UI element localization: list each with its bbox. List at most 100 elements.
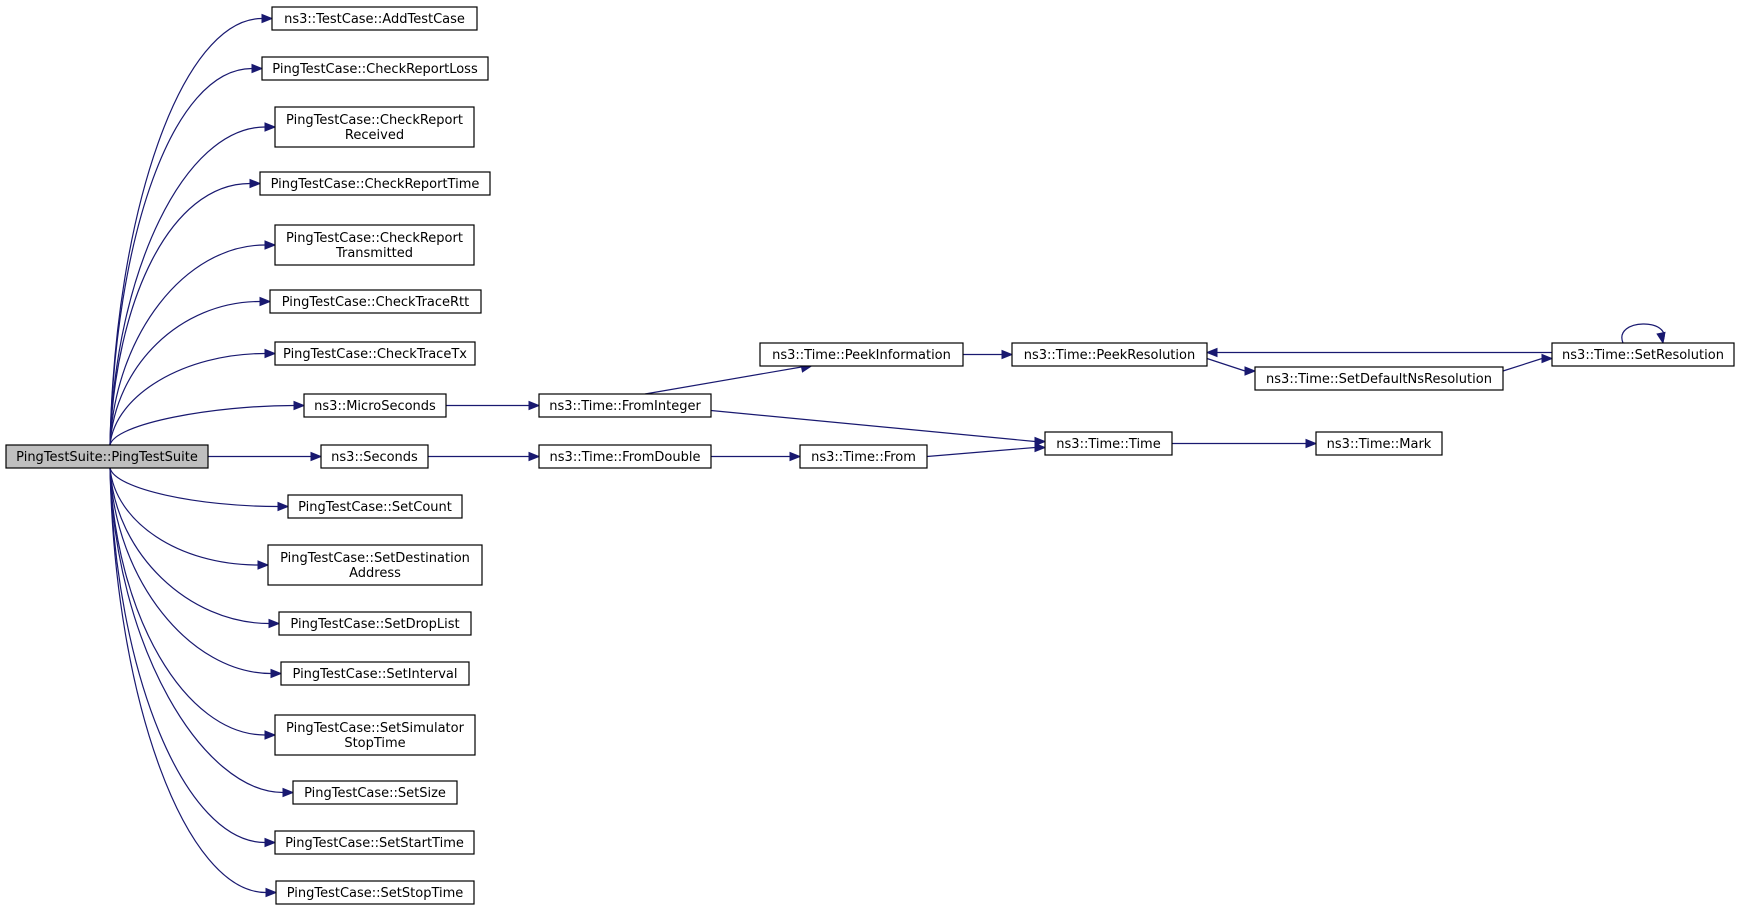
edge-root-to-checktracertt bbox=[109, 296, 272, 446]
node-box bbox=[287, 494, 463, 519]
node-label: PingTestCase::SetDropList bbox=[290, 617, 459, 632]
node-setdefaultnsresolution[interactable]: ns3::Time::SetDefaultNsResolution bbox=[1254, 366, 1504, 391]
node-peekresolution[interactable]: ns3::Time::PeekResolution bbox=[1011, 342, 1208, 367]
node-label: Address bbox=[349, 566, 401, 581]
edge-line bbox=[109, 467, 272, 675]
arrowhead-icon bbox=[1541, 353, 1554, 364]
node-box bbox=[274, 830, 475, 855]
edge-root-to-setcount bbox=[109, 467, 290, 512]
node-setcount[interactable]: PingTestCase::SetCount bbox=[287, 494, 463, 519]
node-label: PingTestCase::SetSimulator bbox=[286, 721, 465, 736]
edge-root-to-setsimulatorstoptime bbox=[109, 467, 277, 740]
node-checkreporttime[interactable]: PingTestCase::CheckReportTime bbox=[259, 171, 491, 196]
edge-root-to-checktracetx bbox=[109, 348, 277, 446]
node-frominteger[interactable]: ns3::Time::FromInteger bbox=[538, 393, 712, 418]
node-label: ns3::Time::From bbox=[811, 450, 916, 465]
edge-line bbox=[1502, 357, 1543, 372]
node-box bbox=[274, 341, 476, 366]
node-microseconds[interactable]: ns3::MicroSeconds bbox=[303, 393, 447, 418]
edge-seconds-to-fromdouble bbox=[428, 451, 541, 462]
node-checktracertt[interactable]: PingTestCase::CheckTraceRtt bbox=[269, 289, 482, 314]
node-box bbox=[274, 106, 475, 148]
edge-root-to-checkreporttime bbox=[109, 178, 262, 446]
node-peekinformation[interactable]: ns3::Time::PeekInformation bbox=[759, 342, 964, 367]
node-label: PingTestCase::CheckReport bbox=[286, 113, 463, 128]
node-from[interactable]: ns3::Time::From bbox=[799, 444, 928, 469]
edge-line bbox=[926, 446, 1036, 458]
edge-microseconds-to-frominteger bbox=[446, 400, 541, 411]
node-box bbox=[274, 224, 475, 266]
edge-frominteger-to-time bbox=[710, 409, 1047, 447]
node-box bbox=[1254, 366, 1504, 391]
edge-root-to-checkreporttransmitted bbox=[109, 240, 277, 446]
node-mark[interactable]: ns3::Time::Mark bbox=[1315, 431, 1443, 456]
node-checktracetx[interactable]: PingTestCase::CheckTraceTx bbox=[274, 341, 476, 366]
node-addtestcase[interactable]: ns3::TestCase::AddTestCase bbox=[271, 6, 478, 31]
arrowhead-icon bbox=[1244, 366, 1257, 376]
arrowhead-icon bbox=[1034, 436, 1047, 447]
node-box bbox=[538, 444, 712, 469]
edge-line bbox=[109, 467, 279, 508]
node-setstoptime[interactable]: PingTestCase::SetStopTime bbox=[275, 880, 475, 905]
node-box bbox=[271, 6, 478, 31]
arrowhead-icon bbox=[264, 837, 277, 848]
node-box bbox=[267, 544, 483, 586]
node-box bbox=[320, 444, 429, 469]
node-label: ns3::Time::SetResolution bbox=[1562, 348, 1724, 363]
arrowhead-icon bbox=[1001, 349, 1014, 360]
edge-line bbox=[109, 467, 284, 794]
node-box bbox=[269, 289, 482, 314]
arrowhead-icon bbox=[261, 13, 274, 24]
node-box bbox=[1011, 342, 1208, 367]
edge-line bbox=[109, 404, 295, 446]
node-box bbox=[275, 880, 475, 905]
edge-line bbox=[710, 409, 1036, 443]
arrowhead-icon bbox=[1656, 331, 1666, 345]
node-fromdouble[interactable]: ns3::Time::FromDouble bbox=[538, 444, 712, 469]
edge-line bbox=[109, 126, 266, 446]
edge-root-to-checkreportloss bbox=[109, 63, 264, 446]
edge-peekresolution-to-setdefaultnsresolution bbox=[1206, 357, 1257, 376]
node-label: ns3::Time::FromDouble bbox=[550, 450, 701, 465]
arrowhead-icon bbox=[268, 618, 281, 629]
edge-line bbox=[109, 67, 253, 446]
node-label: PingTestCase::SetSize bbox=[304, 786, 446, 801]
node-label: ns3::Time::PeekResolution bbox=[1024, 348, 1195, 363]
node-label: Transmitted bbox=[335, 246, 413, 261]
edge-line bbox=[109, 467, 266, 844]
edge-root-to-setinterval bbox=[109, 467, 283, 679]
node-label: PingTestCase::CheckTraceRtt bbox=[282, 295, 470, 310]
node-checkreportloss[interactable]: PingTestCase::CheckReportLoss bbox=[261, 56, 489, 81]
edge-setdefaultnsresolution-to-setresolution bbox=[1502, 353, 1554, 372]
node-label: PingTestCase::SetDestination bbox=[280, 551, 470, 566]
node-setinterval[interactable]: PingTestCase::SetInterval bbox=[280, 661, 470, 686]
node-label: PingTestCase::SetStopTime bbox=[287, 886, 464, 901]
node-setstarttime[interactable]: PingTestCase::SetStartTime bbox=[274, 830, 475, 855]
node-setresolution[interactable]: ns3::Time::SetResolution bbox=[1551, 342, 1735, 367]
arrowhead-icon bbox=[282, 787, 295, 798]
edge-line bbox=[644, 366, 802, 395]
node-box bbox=[5, 444, 209, 469]
edge-time-to-mark bbox=[1172, 438, 1318, 449]
node-root[interactable]: PingTestSuite::PingTestSuite bbox=[5, 444, 209, 469]
node-label: PingTestCase::CheckReport bbox=[286, 231, 463, 246]
edge-setresolution-to-setresolution bbox=[1621, 323, 1666, 345]
node-seconds[interactable]: ns3::Seconds bbox=[320, 444, 429, 469]
node-box bbox=[278, 611, 472, 636]
node-label: ns3::Seconds bbox=[331, 450, 418, 465]
call-nodes: PingTestSuite::PingTestSuite ns3::TestCas… bbox=[5, 6, 1735, 905]
edge-root-to-setstoptime bbox=[109, 467, 278, 898]
node-setsize[interactable]: PingTestCase::SetSize bbox=[292, 780, 458, 805]
node-time[interactable]: ns3::Time::Time bbox=[1044, 431, 1173, 456]
arrowhead-icon bbox=[264, 348, 277, 359]
node-box bbox=[303, 393, 447, 418]
node-setdroplist[interactable]: PingTestCase::SetDropList bbox=[278, 611, 472, 636]
arrowhead-icon bbox=[528, 451, 541, 462]
edge-root-to-checkreportreceived bbox=[109, 122, 277, 446]
arrowhead-icon bbox=[277, 501, 290, 512]
